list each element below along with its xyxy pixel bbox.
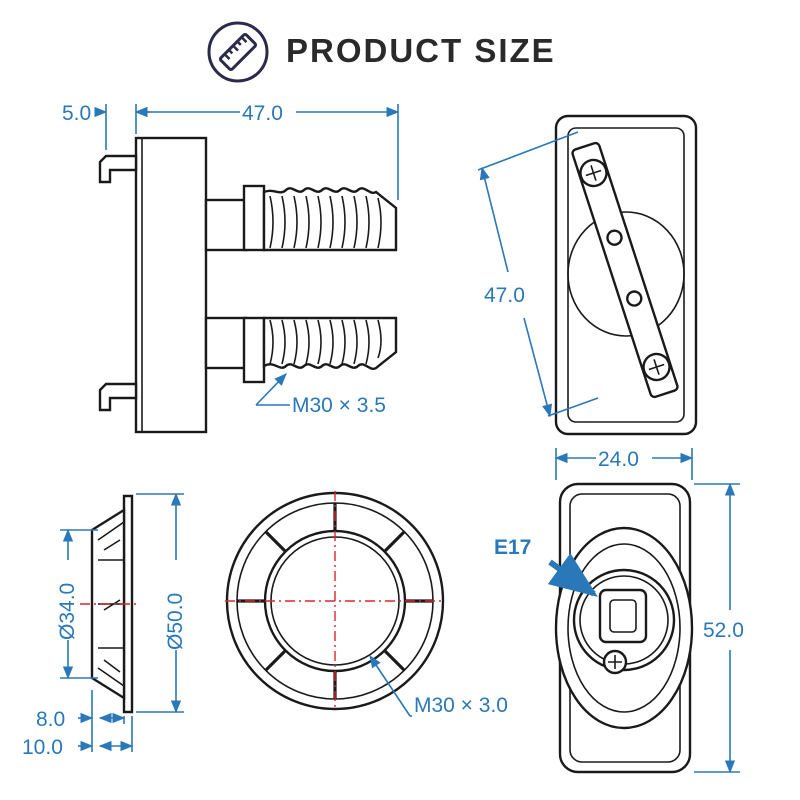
side-view: 5.0 47.0 M30 × 3.5 <box>62 102 400 434</box>
dim-ring-thickness-b: 10.0 <box>22 736 63 759</box>
top-clip <box>98 154 138 184</box>
dim-socket-height: 52.0 <box>703 619 744 642</box>
socket-type-label: E17 <box>494 536 531 559</box>
dim-side-length: 47.0 <box>242 102 283 125</box>
dim-ring-outer: Ø50.0 <box>164 593 187 650</box>
bottom-clip <box>98 382 138 412</box>
top-socket-body <box>567 211 685 337</box>
nut-top <box>242 184 266 252</box>
socket-front-view: 24.0 52.0 E17 <box>494 448 744 774</box>
header: PRODUCT SIZE <box>0 0 800 100</box>
nut-bottom <box>242 316 266 384</box>
dim-ring-inner: Ø34.0 <box>56 583 79 640</box>
page-title: PRODUCT SIZE <box>286 32 556 69</box>
dim-flange-width: 5.0 <box>62 102 91 125</box>
ring-front-view: M30 × 3.0 <box>225 491 508 717</box>
ruler-icon <box>207 21 269 83</box>
ring-side-view: Ø34.0 Ø50.0 8.0 10.0 <box>22 492 187 759</box>
top-view: 47.0 <box>477 114 698 436</box>
dim-ring-thread: M30 × 3.0 <box>414 694 508 717</box>
dim-top-length: 47.0 <box>484 284 525 307</box>
dim-side-thread: M30 × 3.5 <box>292 394 386 417</box>
dim-socket-width: 24.0 <box>598 448 639 471</box>
socket-contact <box>598 588 648 644</box>
flange-plate <box>134 136 208 434</box>
dim-ring-thickness-a: 8.0 <box>36 708 65 731</box>
contact-bracket <box>571 141 679 399</box>
